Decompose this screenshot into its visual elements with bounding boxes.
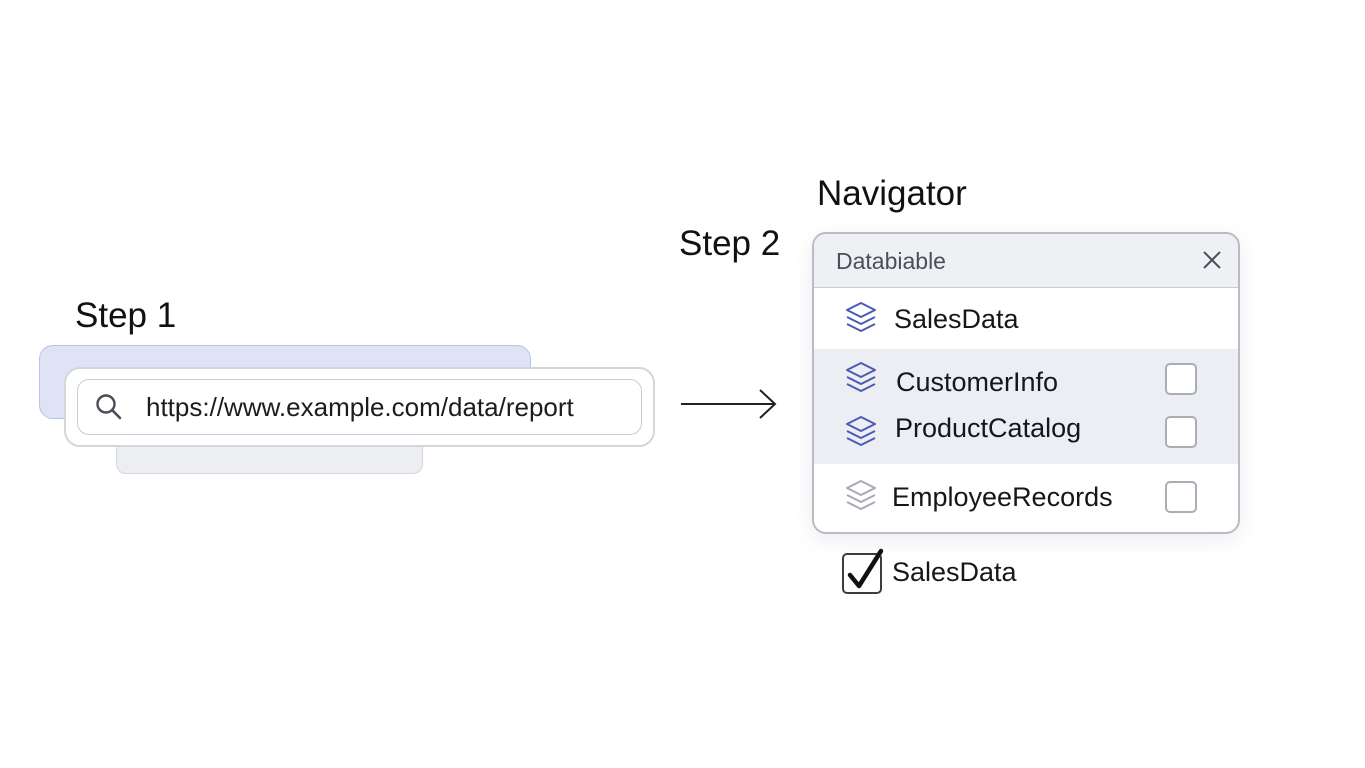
step-2-label: Step 2 <box>679 224 781 263</box>
navigator-panel: Databiable SalesData <box>812 232 1240 534</box>
navigator-item-customerinfo[interactable]: CustomerInfo <box>814 354 1238 404</box>
close-button[interactable] <box>1198 246 1226 274</box>
selected-item-label: SalesData <box>892 557 1017 587</box>
navigator-item-label: ProductCatalog <box>895 413 1082 443</box>
navigator-header: Databiable <box>814 234 1238 288</box>
search-icon <box>92 390 126 424</box>
checkbox[interactable] <box>1165 481 1197 513</box>
checkbox[interactable] <box>1165 363 1197 395</box>
checked-checkbox[interactable] <box>842 548 884 594</box>
arrow-right-icon <box>681 389 777 419</box>
layers-icon <box>846 416 876 446</box>
close-icon <box>1203 251 1221 269</box>
navigator-item-salesdata[interactable]: SalesData <box>814 288 1238 349</box>
navigator-item-employeerecords[interactable]: EmployeeRecords <box>814 466 1238 530</box>
navigator-item-label: SalesData <box>894 304 1019 334</box>
navigator-item-productcatalog[interactable]: ProductCatalog <box>814 406 1238 456</box>
layers-icon <box>846 362 876 392</box>
navigator-title: Navigator <box>817 174 967 213</box>
navigator-header-title: Databiable <box>836 248 946 274</box>
navigator-item-label: EmployeeRecords <box>892 482 1113 512</box>
layers-icon <box>846 302 876 332</box>
step-1-label: Step 1 <box>75 296 177 335</box>
url-text: https://www.example.com/data/report <box>146 391 574 422</box>
layers-icon <box>846 480 876 510</box>
url-input[interactable]: https://www.example.com/data/report <box>77 379 642 435</box>
navigator-item-label: CustomerInfo <box>896 367 1059 397</box>
checkmark-icon <box>847 548 884 589</box>
checkbox[interactable] <box>1165 416 1197 448</box>
